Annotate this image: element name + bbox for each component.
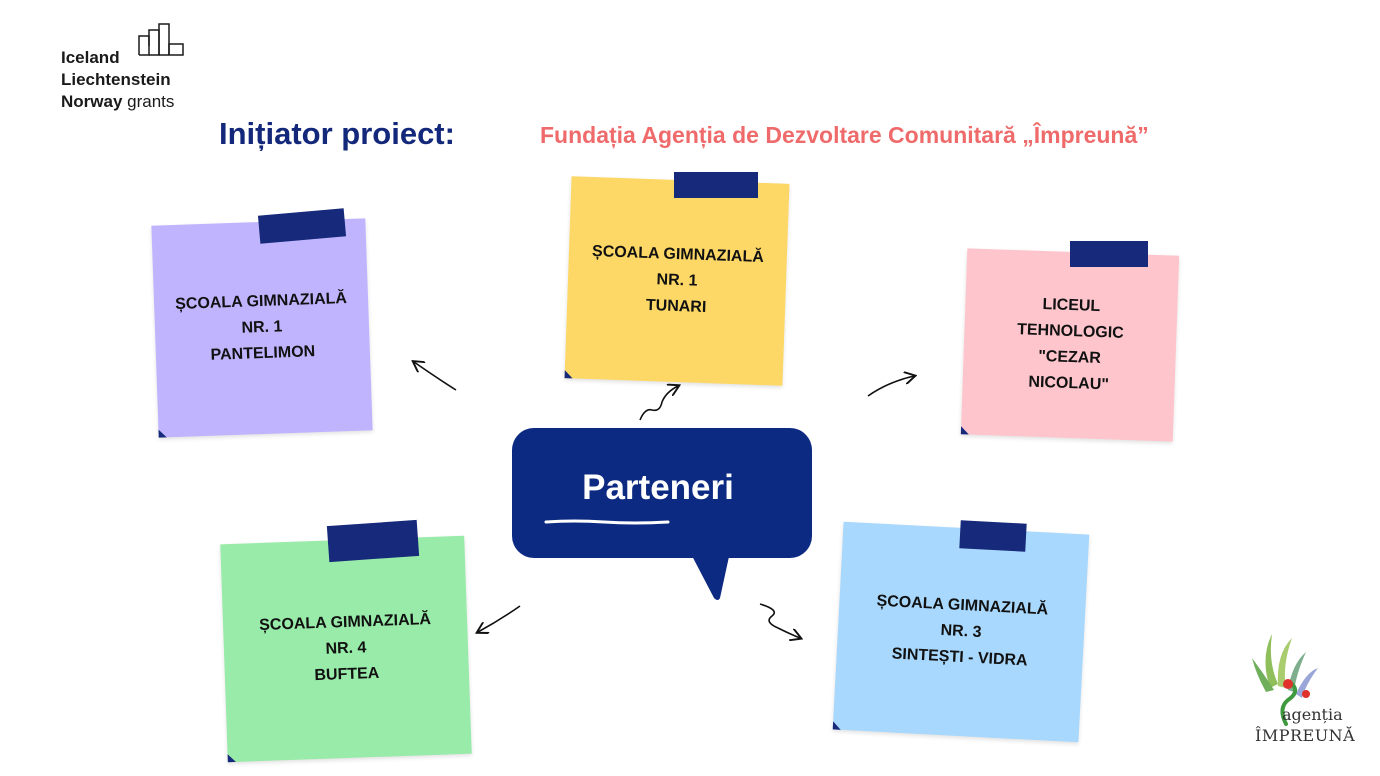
arrow-to-buftea [478, 605, 521, 632]
logo-line-liechtenstein: Liechtenstein [61, 70, 171, 89]
logo-norway-word: Norway [61, 92, 123, 111]
initiator-name: Fundația Agenția de Dezvoltare Comunitar… [540, 122, 1149, 148]
logo-line-iceland: Iceland [61, 48, 120, 67]
arrow-to-pantelimon [414, 362, 457, 391]
center-label-underline [544, 519, 670, 525]
speech-bubble-tail [690, 552, 730, 600]
grants-mark-icon [138, 23, 184, 56]
center-label: Parteneri [582, 468, 734, 507]
partners-speech-bubble [512, 428, 812, 558]
arrow-to-sintesti-vidra [759, 603, 800, 638]
agentia-word: agenția [1282, 705, 1343, 724]
logo-line-norway: Norway grants [61, 92, 174, 112]
arrow-to-tunari [639, 386, 678, 421]
tape-cezar-nicolau [1070, 241, 1148, 267]
arrow-to-cezar-nicolau [867, 376, 914, 397]
tape-tunari [674, 172, 758, 198]
eea-grants-logo: Iceland Liechtenstein Norway grants [61, 22, 201, 118]
logo-grants-word: grants [127, 92, 175, 111]
initiator-label: Inițiator proiect: [219, 116, 455, 151]
agentia-name: ÎMPREUNĂ [1255, 726, 1356, 745]
agentia-impreuna-logo-icon [1252, 634, 1318, 726]
